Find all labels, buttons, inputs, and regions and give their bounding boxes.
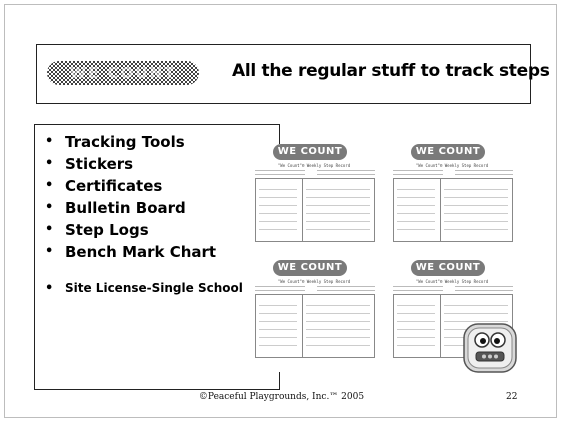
header-band: WE COUNT All the regular stuff to track … xyxy=(36,44,550,104)
form-line xyxy=(317,170,375,171)
worksheet-caption: "We Count"® Weekly Step Record xyxy=(277,163,351,168)
worksheet-caption: "We Count"® Weekly Step Record xyxy=(415,279,489,284)
worksheet-caption: "We Count"® Weekly Step Record xyxy=(277,279,351,284)
worksheet-thumbnails: WE COUNT "We Count"® Weekly Step Record … xyxy=(247,144,519,372)
bullet-icon: • xyxy=(45,281,54,296)
form-line xyxy=(393,290,443,291)
form-line xyxy=(455,286,513,287)
form-line xyxy=(317,286,375,287)
slide-title: All the regular stuff to track steps xyxy=(232,61,550,81)
form-line xyxy=(255,174,305,175)
form-line xyxy=(255,290,305,291)
list-item: • Tracking Tools xyxy=(45,131,277,153)
worksheet-thumbnail: WE COUNT "We Count"® Weekly Step Record xyxy=(247,260,381,372)
bullet-icon: • xyxy=(45,222,54,237)
list-item-label: Site License-Single School Site xyxy=(65,281,274,295)
we-count-badge: WE COUNT xyxy=(411,260,485,276)
page-number: 22 xyxy=(506,392,518,402)
bullet-icon: • xyxy=(45,244,54,259)
form-line xyxy=(393,174,443,175)
list-item: • Bulletin Board xyxy=(45,197,277,219)
form-line xyxy=(455,174,513,175)
we-count-logo-icon: WE COUNT xyxy=(47,61,199,85)
bullet-icon: • xyxy=(45,200,54,215)
worksheet-thumbnail: WE COUNT "We Count"® Weekly Step Record xyxy=(247,144,381,256)
pedometer-mascot-svg xyxy=(463,323,517,373)
list-item-label: Step Logs xyxy=(65,221,149,239)
list-item-label: Stickers xyxy=(65,155,134,173)
form-line xyxy=(317,174,375,175)
bullet-icon: • xyxy=(45,178,54,193)
list-item: • Bench Mark Chart xyxy=(45,241,277,263)
worksheet-grid xyxy=(255,178,375,242)
form-line xyxy=(455,290,513,291)
bullet-icon: • xyxy=(45,134,54,149)
feature-list-box: •Tracking Tools •Stickers •Certificates … xyxy=(34,124,280,390)
list-item-label: Certificates xyxy=(65,177,163,195)
bullet-icon: • xyxy=(45,156,54,171)
worksheet-grid xyxy=(393,178,513,242)
worksheet-thumbnail: WE COUNT "We Count"® Weekly Step Record xyxy=(385,260,519,372)
list-item-label: Bulletin Board xyxy=(65,199,186,217)
copyright-footer: ©Peaceful Playgrounds, Inc.™ 2005 xyxy=(198,392,365,402)
list-item: • Step Logs xyxy=(45,219,277,241)
form-line xyxy=(393,286,443,287)
pedometer-mascot-icon xyxy=(460,320,520,376)
logo-text: WE COUNT xyxy=(69,64,177,82)
we-count-badge: WE COUNT xyxy=(273,144,347,160)
we-count-badge: WE COUNT xyxy=(273,260,347,276)
list-item: • Stickers xyxy=(45,153,277,175)
worksheet-grid xyxy=(255,294,375,358)
worksheet-thumbnail: WE COUNT "We Count"® Weekly Step Record xyxy=(385,144,519,256)
form-line xyxy=(255,170,305,171)
list-item-label: Bench Mark Chart xyxy=(65,243,217,261)
feature-list: •Tracking Tools •Stickers •Certificates … xyxy=(45,131,277,296)
we-count-badge: WE COUNT xyxy=(411,144,485,160)
list-spacer xyxy=(45,263,277,281)
list-item: • Certificates xyxy=(45,175,277,197)
list-item-license: • Site License-Single School Site xyxy=(45,281,277,296)
form-line xyxy=(317,290,375,291)
list-item-label: Tracking Tools xyxy=(65,133,185,151)
form-line xyxy=(455,170,513,171)
form-line xyxy=(255,286,305,287)
worksheet-caption: "We Count"® Weekly Step Record xyxy=(415,163,489,168)
form-line xyxy=(393,170,443,171)
